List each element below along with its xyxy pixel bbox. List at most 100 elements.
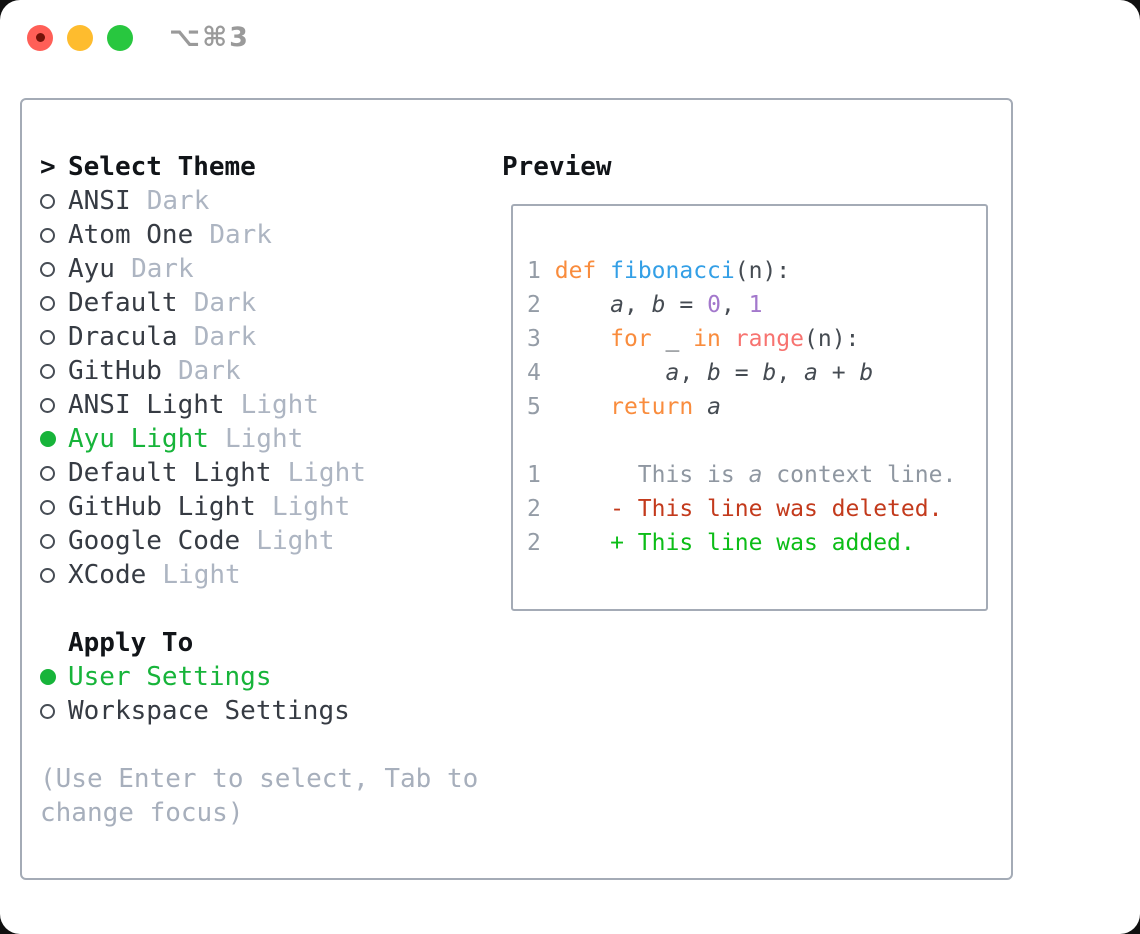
option-label: Atom One — [68, 220, 194, 250]
code-line: 2 + This line was added. — [527, 530, 915, 556]
option-label: Ayu Light — [68, 424, 209, 454]
bullet-column — [40, 363, 68, 379]
option-label: Workspace Settings — [68, 696, 350, 726]
option-label: Default — [68, 288, 178, 318]
titlebar: ⌥⌘3 — [0, 0, 1140, 75]
radio-icon — [40, 193, 55, 209]
bullet-column — [40, 397, 68, 413]
close-button[interactable] — [27, 24, 53, 51]
option-variant-label: Light — [225, 424, 304, 454]
preview-column: Preview 1 def fibonacci(n): 2 a, b = 0, 1… — [502, 150, 988, 611]
bullet-column — [40, 533, 68, 549]
hint-text: (Use Enter to select, Tab to change focu… — [40, 762, 490, 830]
option-variant-label: Light — [271, 492, 351, 522]
bullet-column — [40, 431, 68, 447]
unsaved-dot-icon — [35, 33, 45, 42]
option-variant-label: Light — [240, 390, 319, 420]
bullet-column — [40, 227, 68, 243]
radio-icon — [40, 499, 55, 515]
option-label: GitHub — [68, 356, 162, 386]
select-theme-header: Select Theme — [68, 152, 256, 182]
hint-line-1: (Use Enter to select, Tab to — [40, 764, 479, 794]
window-title: ⌥⌘3 — [169, 22, 250, 53]
option-variant-label: Dark — [178, 356, 241, 386]
bullet-column — [40, 567, 68, 583]
theme-option-github-light[interactable]: GitHub Light Light — [40, 490, 490, 524]
hint-line-2: change focus) — [40, 798, 244, 828]
radio-icon — [40, 465, 55, 481]
theme-option-ayu-light[interactable]: Ayu Light Light — [40, 422, 490, 456]
option-variant-label: Light — [256, 526, 335, 556]
radio-icon — [40, 363, 55, 379]
preview-code: 1 def fibonacci(n): 2 a, b = 0, 1 3 for _ … — [527, 254, 986, 560]
radio-icon — [40, 329, 55, 345]
radio-icon — [40, 227, 55, 243]
option-variant-label: Dark — [193, 288, 257, 318]
traffic-lights — [27, 24, 133, 51]
maximize-button[interactable] — [107, 24, 133, 51]
code-line — [527, 424, 986, 458]
bullet-column — [40, 193, 68, 209]
code-line: 1 def fibonacci(n): — [527, 258, 791, 284]
code-line: 1 This is a context line. — [527, 462, 957, 488]
radio-icon — [40, 567, 55, 583]
apply-to-header-row: Apply To — [40, 626, 490, 660]
theme-option-dracula[interactable]: Dracula Dark — [40, 320, 490, 354]
apply-option-user-settings[interactable]: User Settings — [40, 660, 490, 694]
theme-option-ayu[interactable]: Ayu Dark — [40, 252, 490, 286]
spacer — [40, 592, 490, 626]
radio-selected-icon — [40, 669, 56, 685]
radio-icon — [40, 703, 55, 719]
apply-to-header: Apply To — [68, 628, 194, 658]
apply-option-workspace-settings[interactable]: Workspace Settings — [40, 694, 490, 728]
preview-header-row: Preview — [502, 150, 988, 184]
radio-icon — [40, 533, 55, 549]
radio-icon — [40, 295, 55, 311]
option-variant-label: Dark — [131, 254, 194, 284]
bullet-column — [40, 499, 68, 515]
bullet-column — [40, 669, 68, 685]
theme-option-xcode[interactable]: XCode Light — [40, 558, 490, 592]
bullet-column — [40, 295, 68, 311]
option-label: XCode — [68, 560, 147, 590]
option-label: ANSI — [68, 186, 131, 216]
code-line: 5 return a — [527, 394, 721, 420]
option-variant-label: Dark — [193, 322, 257, 352]
option-label: Default Light — [68, 458, 272, 488]
bullet-column — [40, 329, 68, 345]
focus-cursor-icon: > — [40, 152, 56, 182]
option-variant-label: Light — [287, 458, 366, 488]
theme-option-ansi[interactable]: ANSI Dark — [40, 184, 490, 218]
option-label: User Settings — [68, 662, 272, 692]
code-line: 3 for _ in range(n): — [527, 326, 860, 352]
option-label: Google Code — [68, 526, 241, 556]
option-label: Ayu — [68, 254, 115, 284]
option-label: GitHub Light — [68, 492, 256, 522]
minimize-button[interactable] — [67, 24, 93, 51]
theme-option-google-code[interactable]: Google Code Light — [40, 524, 490, 558]
code-line: 4 a, b = b, a + b — [527, 360, 874, 386]
option-variant-label: Dark — [146, 186, 210, 216]
radio-selected-icon — [40, 431, 56, 447]
bullet-column — [40, 261, 68, 277]
theme-option-default[interactable]: Default Dark — [40, 286, 490, 320]
radio-icon — [40, 397, 55, 413]
bullet-column — [40, 703, 68, 719]
code-line: 2 a, b = 0, 1 — [527, 292, 763, 318]
option-variant-label: Light — [162, 560, 241, 590]
preview-header: Preview — [502, 152, 612, 182]
code-line: 2 - This line was deleted. — [527, 496, 943, 522]
theme-option-github[interactable]: GitHub Dark — [40, 354, 490, 388]
bullet-column — [40, 465, 68, 481]
theme-option-default-light[interactable]: Default Light Light — [40, 456, 490, 490]
option-label: Dracula — [68, 322, 178, 352]
radio-icon — [40, 261, 55, 277]
select-theme-header-row: > Select Theme — [40, 150, 490, 184]
